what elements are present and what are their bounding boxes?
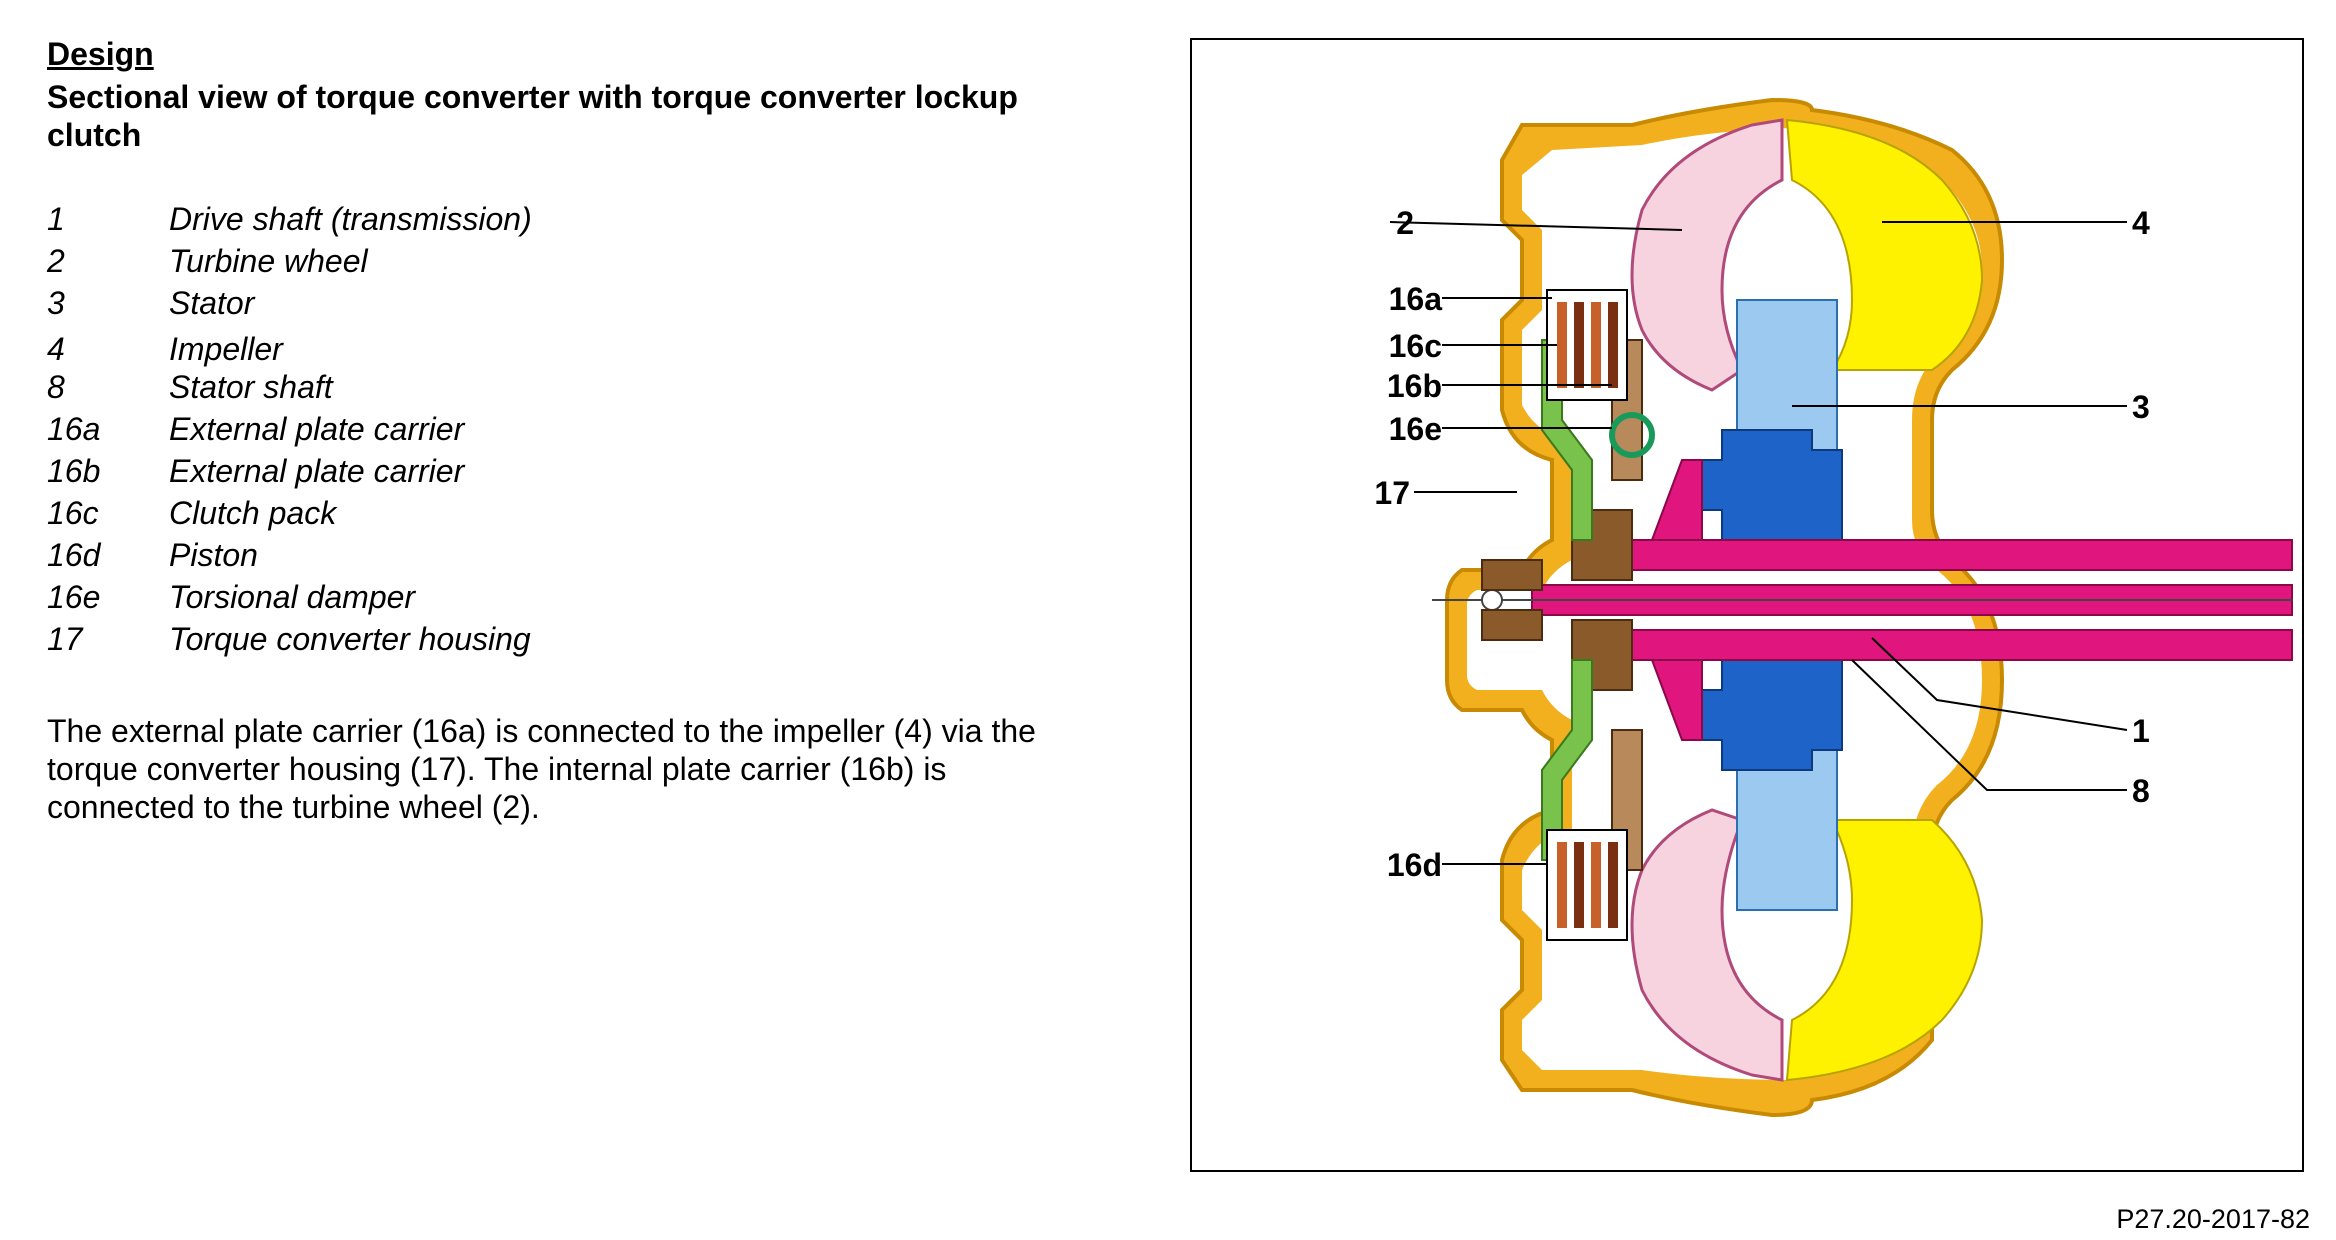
- hub-lower-shape: [1481, 609, 1543, 641]
- legend-item: 4 Impeller: [47, 328, 532, 370]
- figure-subtitle: Sectional view of torque converter with …: [47, 79, 1018, 153]
- legend-item: 16e Torsional damper: [47, 576, 532, 618]
- callout-leaders: [1389, 221, 2128, 865]
- legend-label: Turbine wheel: [169, 243, 368, 279]
- diagram-frame: 2 4 16a 16c 16b 16e 3 17 1 8 16d: [1190, 38, 2304, 1172]
- legend-number: 1: [47, 201, 65, 237]
- legend-item: 17 Torque converter housing: [47, 618, 532, 660]
- callout-16b: 16b: [1387, 368, 1442, 404]
- legend-number: 4: [47, 331, 65, 367]
- impeller-lower-shape: [1785, 819, 1984, 1082]
- description-paragraph: The external plate carrier (16a) is conn…: [47, 713, 1036, 825]
- component-legend: 1 Drive shaft (transmission) 2 Turbine whe…: [47, 198, 532, 660]
- shaft-flange-upper-shape: [1650, 459, 1703, 541]
- shaft-flange-lower-shape: [1650, 659, 1703, 741]
- torsional-damper-ring-shape: [1609, 412, 1655, 458]
- stator-shaft-lower-shape: [1621, 629, 2293, 661]
- legend-item: 8 Stator shaft: [47, 366, 532, 408]
- legend-item: 1 Drive shaft (transmission): [47, 198, 532, 240]
- legend-number: 8: [47, 369, 65, 405]
- legend-item: 16c Clutch pack: [47, 492, 532, 534]
- leader-2: [1389, 221, 1683, 231]
- legend-number: 16a: [47, 411, 101, 447]
- legend-label: External plate carrier: [169, 411, 465, 447]
- callout-8: 8: [2132, 773, 2150, 809]
- leader-1: [1871, 637, 2128, 731]
- legend-label: Stator: [169, 285, 255, 321]
- legend-number: 16c: [47, 495, 99, 531]
- legend-item: 16a External plate carrier: [47, 408, 532, 450]
- hub-upper-shape: [1481, 559, 1543, 591]
- callout-16e: 16e: [1389, 411, 1442, 447]
- legend-number: 17: [47, 621, 83, 657]
- legend-item: 16b External plate carrier: [47, 450, 532, 492]
- clutch-pack-upper: [1546, 289, 1628, 401]
- legend-item: 2 Turbine wheel: [47, 240, 532, 282]
- callout-16a: 16a: [1389, 281, 1443, 317]
- section-heading: Design: [47, 36, 154, 72]
- callout-17: 17: [1374, 475, 1410, 511]
- callout-16c: 16c: [1389, 328, 1442, 364]
- legend-item: 16d Piston: [47, 534, 532, 576]
- stator-hub-lower-shape: [1696, 659, 1843, 771]
- legend-label: Drive shaft (transmission): [169, 201, 532, 237]
- callout-2: 2: [1396, 205, 1414, 241]
- callout-4: 4: [2132, 205, 2150, 241]
- legend-label: Impeller: [169, 331, 283, 367]
- impeller-upper-shape: [1785, 118, 1984, 371]
- legend-label: External plate carrier: [169, 453, 465, 489]
- legend-label: Piston: [169, 537, 258, 573]
- legend-number: 16d: [47, 537, 101, 573]
- legend-label: Torsional damper: [169, 579, 416, 615]
- legend-number: 2: [47, 243, 65, 279]
- torque-converter-section-drawing: 2 4 16a 16c 16b 16e 3 17 1 8 16d: [1374, 97, 2293, 1118]
- clutch-pack-lower: [1546, 829, 1628, 941]
- turbine-lower-shape: [1630, 808, 1784, 1082]
- callout-16d: 16d: [1387, 847, 1442, 883]
- legend-number: 16b: [47, 453, 101, 489]
- legend-number: 16e: [47, 579, 101, 615]
- callout-3: 3: [2132, 389, 2150, 425]
- turbine-upper-shape: [1630, 118, 1784, 392]
- centre-point-shape: [1481, 589, 1503, 611]
- legend-number: 3: [47, 285, 65, 321]
- legend-label: Stator shaft: [169, 369, 333, 405]
- legend-item: 3 Stator: [47, 282, 532, 324]
- legend-label: Clutch pack: [169, 495, 337, 531]
- callout-1: 1: [2132, 713, 2150, 749]
- leader-8: [1851, 659, 2127, 791]
- legend-label: Torque converter housing: [169, 621, 531, 657]
- stator-shaft-upper-shape: [1621, 539, 2293, 571]
- reference-code: P27.20-2017-82: [2116, 1204, 2310, 1234]
